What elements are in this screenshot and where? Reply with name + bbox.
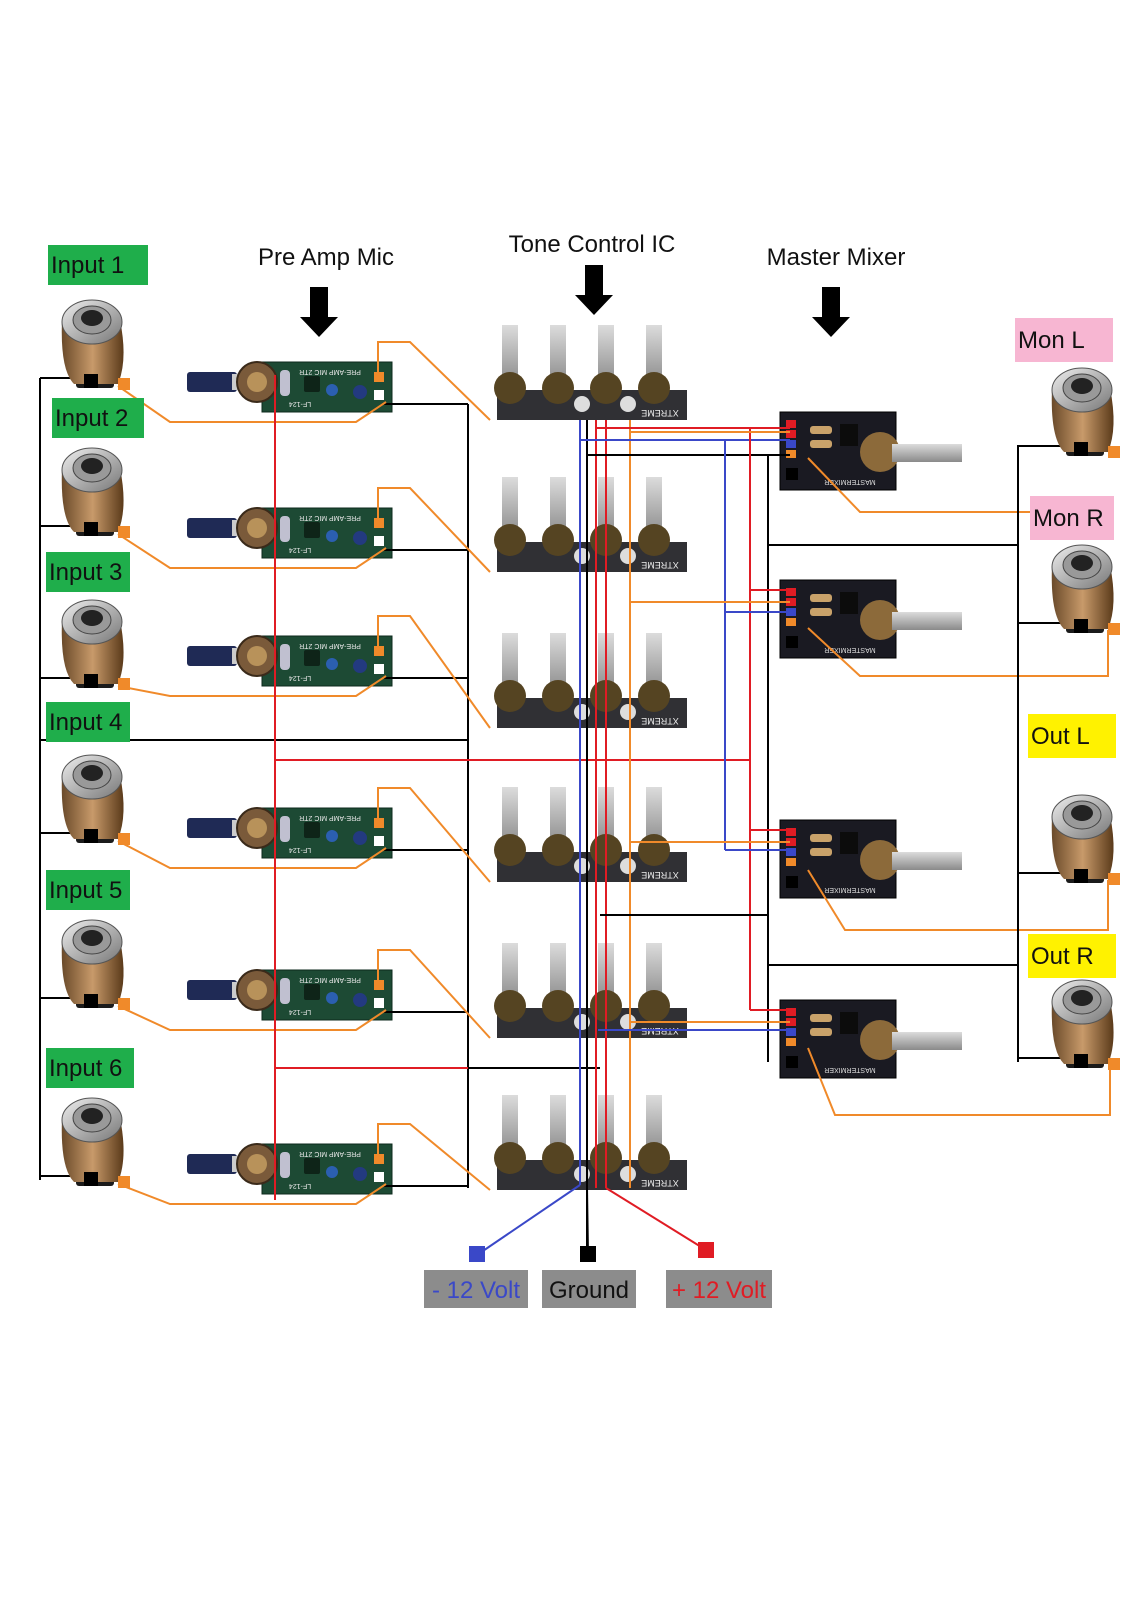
input-label-bg [46,552,130,592]
preamp-board-title: PRE-AMP MIC 2TR [299,514,361,521]
signal-wire-in [117,675,387,697]
preamp-board-code: LF-124 [289,546,311,553]
mixer-board-text: MASTERMIXER [824,1066,875,1073]
input-label-bg [46,1048,134,1088]
header-mixer: Master Mixer [767,244,906,271]
output-label-bg [1028,934,1116,978]
output-label-bg [1028,714,1116,758]
power-terminal [469,1246,485,1262]
preamp-board-code: LF-124 [289,1008,311,1015]
tone-board [494,1095,687,1190]
input-label-bg [46,870,130,910]
mixer-board-text: MASTERMIXER [824,886,875,893]
tone-board [494,943,687,1038]
power-label-bg [666,1270,772,1308]
tone-board [494,325,687,420]
output-label: Mon L [1018,327,1085,354]
input-jack [61,599,131,691]
input-label-bg [52,398,144,438]
signal-wire-in [117,840,387,869]
output-label-bg [1030,496,1114,540]
input-label-bg [48,245,148,285]
signal-wire-in [117,533,387,569]
output-jack [1051,367,1121,459]
power-label: Ground [549,1277,629,1304]
input-jack [61,919,131,1011]
input-label-bg [46,702,130,742]
signal-out-r [807,1047,1111,1116]
input-jack [61,299,131,391]
power-label-bg [424,1270,528,1308]
tone-board [494,787,687,882]
power-terminal [698,1242,714,1258]
mixer-board-text: MASTERMIXER [824,478,875,485]
power-lead [476,1184,581,1256]
signal-wire-in [117,1183,387,1205]
signal-wire-preamp-out [377,615,491,729]
power-lead [605,1187,707,1251]
output-label: Out R [1031,943,1094,970]
signal-wire-preamp-out [377,787,491,883]
mixer-board-text: MASTERMIXER [824,646,875,653]
input-jack [61,754,131,846]
output-jack [1051,544,1121,636]
input-label: Input 1 [51,252,124,279]
preamp-board-code: LF-124 [289,846,311,853]
signal-out-mon-l [807,457,1032,513]
power-label-bg [542,1270,636,1308]
signal-wire-preamp-out [377,341,491,421]
power-terminal [580,1246,596,1262]
input-label: Input 3 [49,559,122,586]
signal-wire-preamp-out [377,487,491,573]
preamp-board-code: LF-124 [289,674,311,681]
output-label: Mon R [1033,505,1104,532]
input-jack [61,447,131,539]
header-tone: Tone Control IC [509,231,676,258]
input-label: Input 2 [55,405,128,432]
preamp-board-title: PRE-AMP MIC 2TR [299,1150,361,1157]
preamp-board-title: PRE-AMP MIC 2TR [299,814,361,821]
header-preamp: Pre Amp Mic [258,244,394,271]
tone-board-text: XTREME [641,408,679,418]
signal-wire-preamp-out [377,1123,491,1191]
signal-wire-in [117,1005,387,1031]
power-label: + 12 Volt [672,1277,766,1304]
down-arrow-icon [300,287,338,337]
tone-board-text: XTREME [641,560,679,570]
tone-board-text: XTREME [641,716,679,726]
preamp-board-title: PRE-AMP MIC 2TR [299,976,361,983]
preamp-board-code: LF-124 [289,1182,311,1189]
tone-board [494,633,687,728]
tone-board [494,477,687,572]
output-jack [1051,794,1121,886]
input-jack [61,1097,131,1189]
input-label: Input 5 [49,877,122,904]
power-lead [586,1187,589,1256]
output-jack [1051,979,1121,1071]
preamp-board-code: LF-124 [289,400,311,407]
output-label: Out L [1031,723,1090,750]
input-label: Input 4 [49,709,122,736]
input-label: Input 6 [49,1055,122,1082]
preamp-board-title: PRE-AMP MIC 2TR [299,642,361,649]
output-label-bg [1015,318,1113,362]
tone-board-text: XTREME [641,870,679,880]
down-arrow-icon [575,265,613,315]
signal-out-l [807,869,1109,931]
power-label: - 12 Volt [432,1277,520,1304]
signal-out-mon-r [807,627,1109,677]
signal-wire-preamp-out [377,949,491,1039]
down-arrow-icon [812,287,850,337]
preamp-board-title: PRE-AMP MIC 2TR [299,368,361,375]
tone-board-text: XTREME [641,1178,679,1188]
